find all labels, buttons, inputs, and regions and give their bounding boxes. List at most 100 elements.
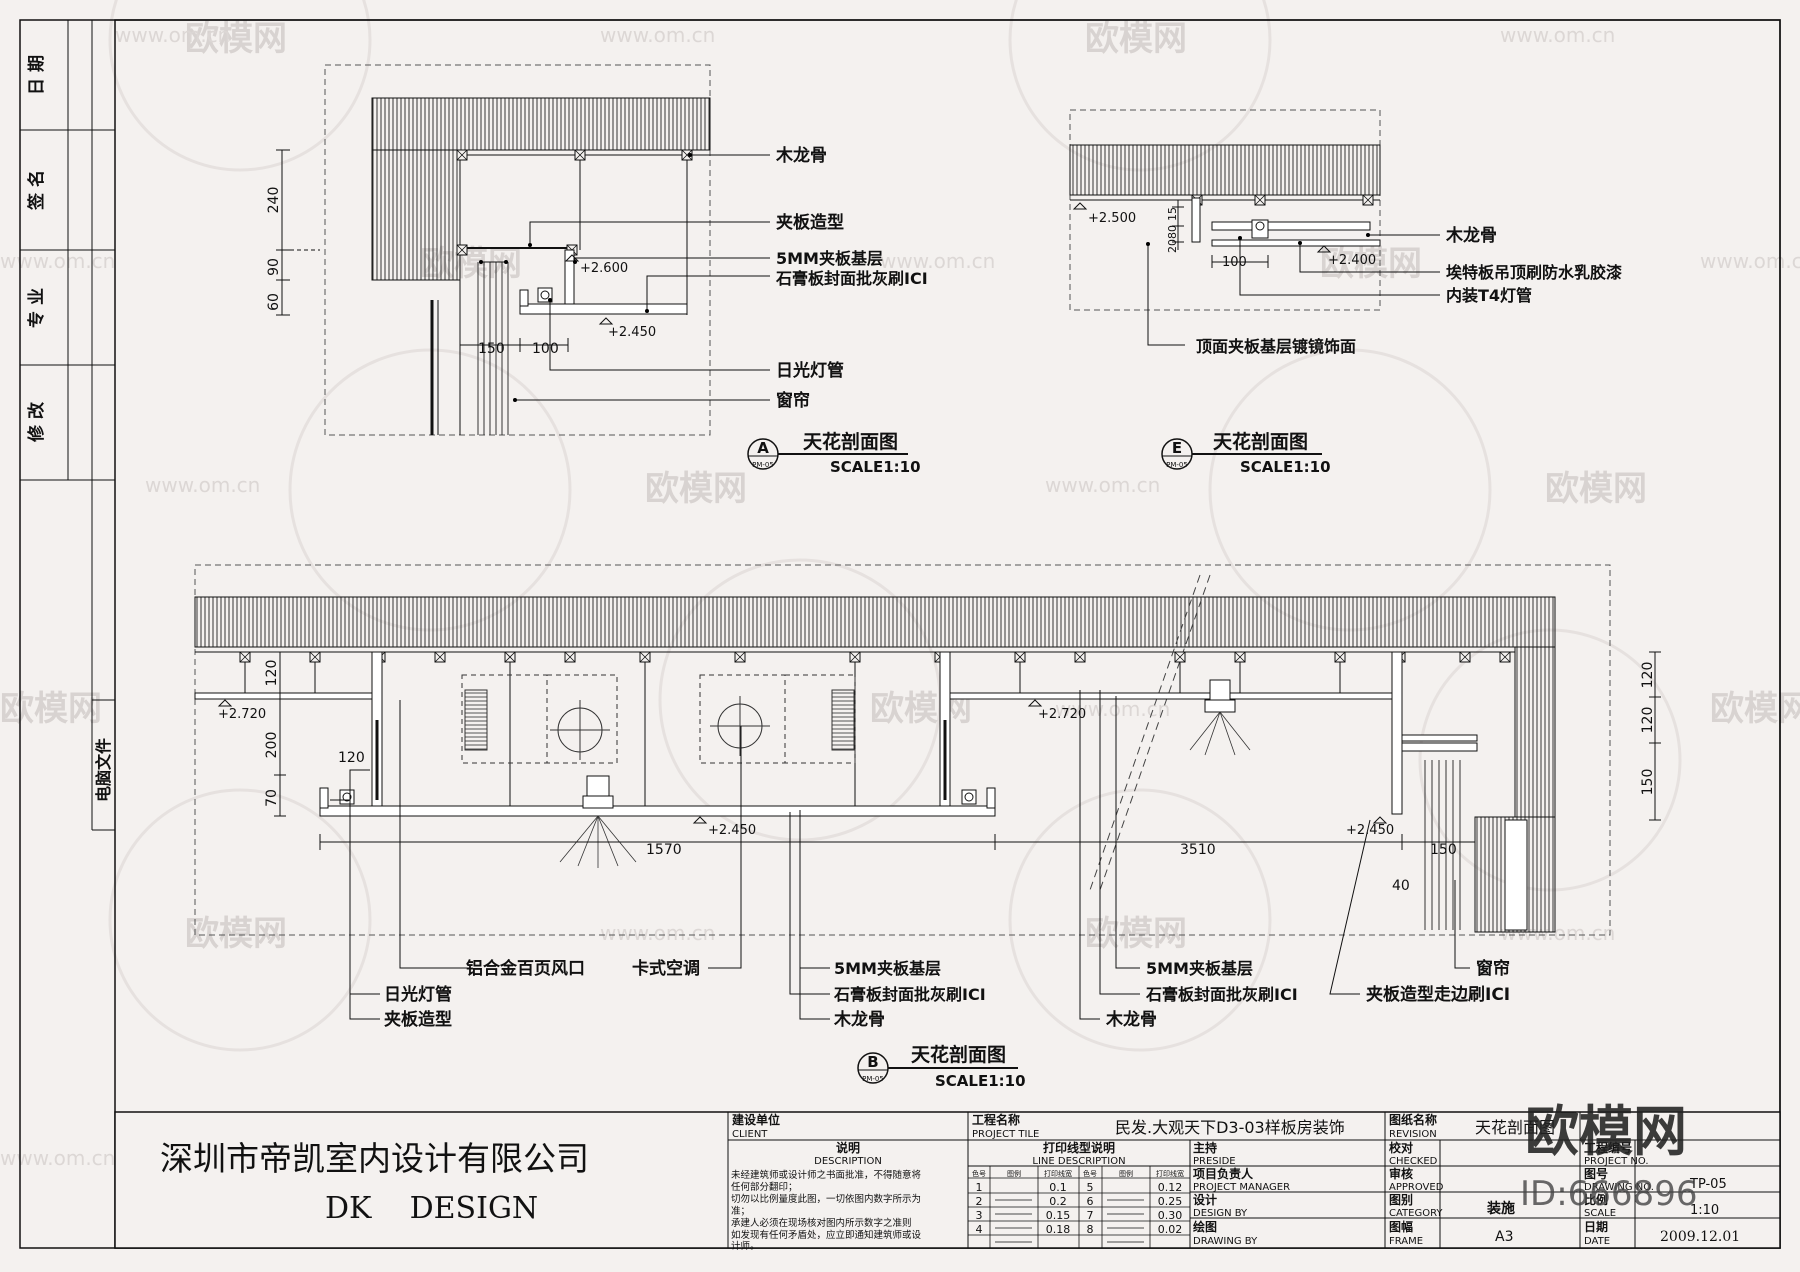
line-table-cell: 0.2 — [1049, 1195, 1067, 1208]
manager-label-cn: 项目负责人 — [1193, 1166, 1254, 1181]
line-table-cell: 7 — [1087, 1209, 1094, 1222]
section-a-dim-60: 60 — [266, 293, 282, 311]
section-b-level-2720-left: +2.720 — [218, 707, 266, 722]
section-b-label-base-1: 5MM夹板基层 — [834, 959, 941, 978]
drawing-by-label-cn: 绘图 — [1193, 1219, 1217, 1234]
watermark-brand: 欧模网 — [0, 689, 102, 729]
section-b-scale: SCALE1:10 — [935, 1072, 1026, 1090]
section-e-sheet-ref: PM-05 — [1166, 461, 1188, 469]
line-table-cell: 5 — [1087, 1181, 1094, 1194]
date-label-en: DATE — [1584, 1236, 1610, 1247]
section-b-sheet-ref: PM-05 — [862, 1075, 884, 1083]
section-e-label-t4: 内装T4灯管 — [1446, 286, 1532, 305]
section-e-scale: SCALE1:10 — [1240, 458, 1331, 476]
line-description-label-cn: 打印线型说明 — [1043, 1140, 1115, 1155]
preside-label-en: PRESIDE — [1193, 1156, 1236, 1167]
revision-label-cn: 图纸名称 — [1389, 1112, 1437, 1127]
note-line: 切勿以比例量度此图，一切依图内数字所示为 — [731, 1193, 921, 1205]
section-b-label-ac: 卡式空调 — [632, 958, 700, 979]
description-label-cn: 说明 — [836, 1140, 860, 1155]
line-table-cell: 0.1 — [1049, 1181, 1067, 1194]
watermark-brand: 欧模网 — [1710, 689, 1800, 729]
section-a-label-base: 5MM夹板基层 — [776, 249, 883, 268]
section-e-marker-letter: E — [1172, 439, 1182, 457]
section-b-label-gypsum-2: 石膏板封面批灰刷ICI — [1145, 985, 1298, 1004]
section-b-dim-150: 150 — [1430, 842, 1457, 858]
section-b-dim-40: 40 — [1392, 878, 1410, 894]
section-a-label-plywood-shape: 夹板造型 — [776, 212, 844, 233]
line-table-cell: 0.02 — [1158, 1223, 1183, 1236]
watermark-url: www.om.cn — [145, 473, 260, 497]
client-label-en: CLIENT — [732, 1129, 768, 1140]
approved-label-en: APPROVED — [1389, 1182, 1444, 1193]
section-b-dim-1570: 1570 — [646, 842, 682, 858]
note-line: 如发现有任何矛盾处，应立即通知建筑师或设 — [731, 1229, 922, 1241]
section-a-level-2600: +2.600 — [580, 261, 628, 276]
section-b-dim-left-120: 120 — [264, 660, 280, 687]
watermark-url: www.om.cn — [1045, 473, 1160, 497]
watermark-badge-brand: 欧模网 — [1525, 1100, 1687, 1163]
watermark-url: www.om.cn — [1700, 249, 1800, 273]
section-b-dim-right-120b: 120 — [1640, 707, 1656, 734]
company-name: 深圳市帝凯室内设计有限公司 — [160, 1139, 589, 1178]
section-b-dim-120b: 120 — [338, 750, 365, 766]
design-label-cn: 设计 — [1193, 1192, 1217, 1207]
section-a-label-gypsum: 石膏板封面批灰刷ICI — [775, 269, 928, 288]
line-table-cell: 4 — [976, 1223, 983, 1236]
line-table-header: 色号 — [1083, 1169, 1097, 1178]
category-label-cn: 图别 — [1389, 1193, 1413, 1207]
title-block — [114, 1111, 1781, 1249]
section-e-level-2500: +2.500 — [1088, 211, 1136, 226]
line-table-header: 图例 — [1007, 1169, 1021, 1178]
section-b-dim-left-200: 200 — [264, 732, 280, 759]
line-table-header: 打印线宽 — [1156, 1169, 1184, 1178]
section-e-dim-100: 100 — [1222, 255, 1247, 270]
line-table-cell: 2 — [976, 1195, 983, 1208]
line-table-cell: 8 — [1087, 1223, 1094, 1236]
watermark-url: www.om.cn — [1500, 23, 1615, 47]
watermark-url: www.om.cn — [600, 23, 715, 47]
section-a-marker-letter: A — [757, 439, 769, 457]
section-b-level-2720-right: +2.720 — [1038, 707, 1086, 722]
strip-discipline-label: 专 业 — [26, 288, 47, 328]
drawing-no-label-en: DRAWING NO. — [1584, 1182, 1654, 1193]
section-b-level-2450-left: +2.450 — [708, 823, 756, 838]
section-b-label-curtain: 窗帘 — [1476, 958, 1510, 979]
section-a-title: A PM-05 天花剖面图 SCALE1:10 — [747, 430, 921, 476]
watermark-badge-id: ID:666896 — [1520, 1174, 1697, 1214]
section-a-drawing — [276, 64, 770, 436]
watermark-url: www.om.cn — [0, 1146, 115, 1170]
section-a-label-curtain: 窗帘 — [776, 390, 810, 411]
category-value: 装施 — [1486, 1200, 1515, 1217]
scale-label-cn: 比例 — [1584, 1192, 1608, 1207]
section-b-title-text: 天花剖面图 — [911, 1043, 1006, 1066]
line-type-table: 色号 图例 打印线宽 色号 图例 打印线宽 1 0.1 5 0.12 2 0.2… — [972, 1169, 1184, 1236]
section-a-dim-240: 240 — [266, 187, 282, 214]
strip-date-label: 日 期 — [27, 55, 47, 95]
section-a-dim-100: 100 — [532, 341, 559, 357]
scale-label-en: SCALE — [1584, 1208, 1616, 1219]
watermark-url: www.om.cn — [600, 921, 715, 945]
section-e-level-2400: +2.400 — [1328, 253, 1376, 268]
section-e-title: E PM-05 天花剖面图 SCALE1:10 — [1161, 430, 1331, 476]
watermark-badge: 欧模网 ID:666896 — [1520, 1100, 1697, 1214]
section-b-drawing — [194, 564, 1661, 1020]
date-label-cn: 日期 — [1584, 1219, 1608, 1234]
preside-label-cn: 主持 — [1193, 1140, 1217, 1155]
frame-label-cn: 图幅 — [1389, 1219, 1413, 1234]
line-description-label-en: LINE DESCRIPTION — [1032, 1156, 1125, 1167]
scale-value: 1:10 — [1690, 1203, 1719, 1218]
section-a-title-text: 天花剖面图 — [803, 430, 898, 453]
project-label-en: PROJECT TILE — [972, 1129, 1039, 1140]
project-label-cn: 工程名称 — [972, 1112, 1020, 1127]
description-notes: 未经建筑师或设计师之书面批准，不得随意将 任何部分翻印； 切勿以比例量度此图，一… — [731, 1169, 922, 1252]
project-no-label-cn: 工程编号 — [1584, 1140, 1632, 1155]
revision-label-en: REVISION — [1389, 1129, 1437, 1140]
section-e-dim-15: 15 — [1166, 207, 1179, 221]
project-name: 民发.大观天下D3-03样板房装饰 — [1115, 1118, 1345, 1137]
line-table-cell: 0.15 — [1046, 1209, 1071, 1222]
section-b-label-base-2: 5MM夹板基层 — [1146, 959, 1253, 978]
section-a-scale: SCALE1:10 — [830, 458, 921, 476]
line-table-cell: 1 — [976, 1181, 983, 1194]
note-line: 未经建筑师或设计师之书面批准，不得随意将 — [731, 1169, 922, 1181]
